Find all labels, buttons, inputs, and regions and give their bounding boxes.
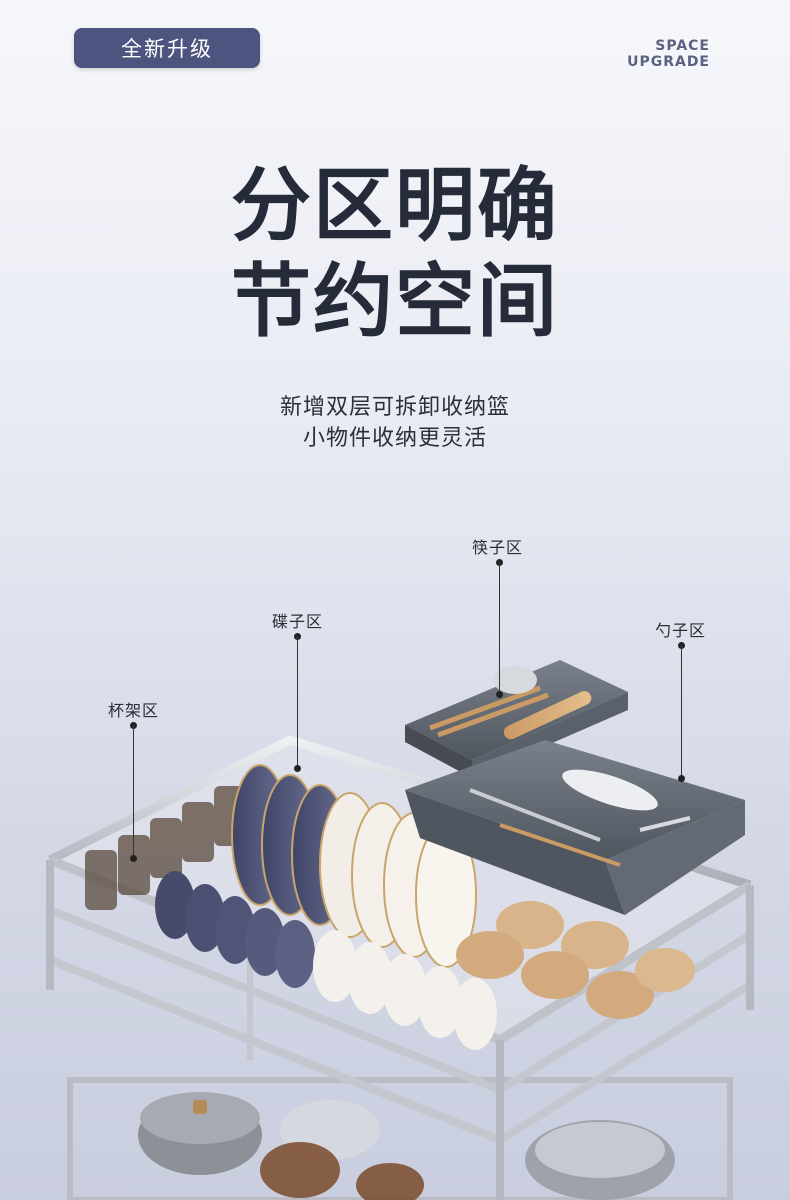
callout-chopsticks-label: 筷子区 bbox=[472, 538, 524, 557]
callout-plates-line bbox=[297, 636, 298, 768]
callout-spoons-line bbox=[681, 645, 682, 778]
subtitle-line1: 新增双层可拆卸收纳篮 bbox=[279, 395, 510, 420]
lower-basket bbox=[67, 1077, 733, 1200]
callout-chopsticks-dot-bottom bbox=[496, 691, 503, 698]
dark-plates bbox=[231, 764, 477, 968]
callout-plates-dot-bottom bbox=[294, 765, 301, 772]
callout-spoons-dot-bottom bbox=[678, 775, 685, 782]
headline-line1: 分区明确 bbox=[231, 159, 559, 252]
upgrade-badge: 全新升级 bbox=[74, 28, 260, 68]
wood-bowls bbox=[456, 901, 695, 1019]
callout-cups-label: 杯架区 bbox=[108, 701, 160, 720]
space-tag-line1: SPACE bbox=[655, 38, 710, 54]
headline-line2: 节约空间 bbox=[231, 255, 559, 348]
callout-spoons-label: 勺子区 bbox=[655, 621, 707, 640]
callout-cups-line bbox=[133, 725, 134, 858]
callout-cups-dot-bottom bbox=[130, 855, 137, 862]
space-tag-line2: UPGRADE bbox=[627, 54, 710, 70]
space-upgrade-tag: SPACE UPGRADE bbox=[627, 38, 710, 70]
spoon-tray bbox=[405, 740, 745, 915]
dark-bowls bbox=[155, 871, 497, 1050]
subtitle-line2: 小物件收纳更灵活 bbox=[302, 426, 487, 451]
callout-plates-label: 碟子区 bbox=[272, 612, 324, 631]
callout-chopsticks-line bbox=[499, 562, 500, 694]
